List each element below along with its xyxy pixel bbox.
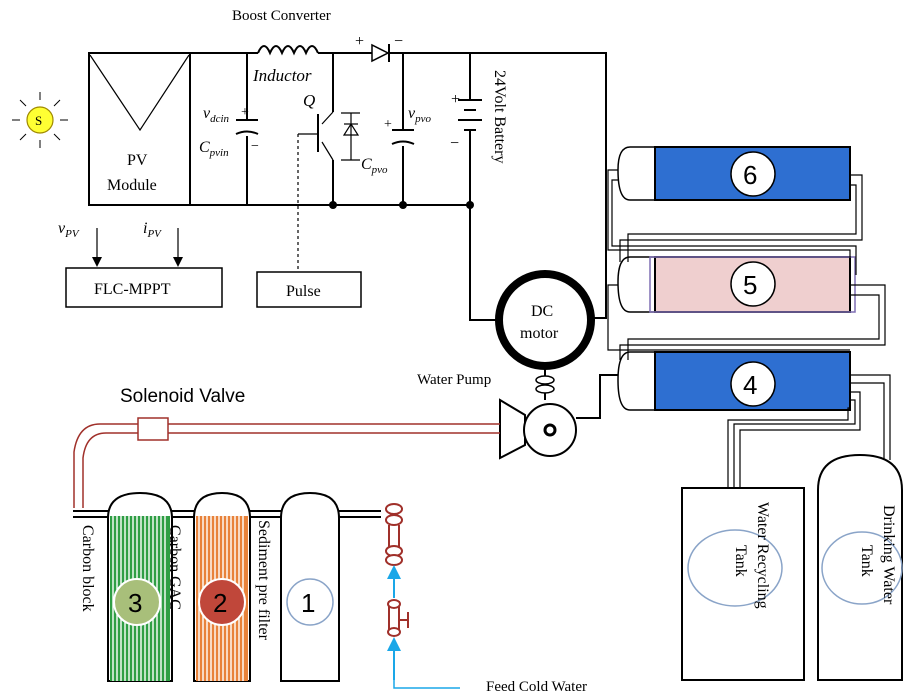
membrane-6-num: 6 bbox=[743, 160, 757, 190]
drinking-tank bbox=[817, 453, 903, 681]
recycling-tank bbox=[681, 487, 805, 681]
filter-1-num: 1 bbox=[301, 588, 315, 618]
cpvo-plus: + bbox=[384, 117, 392, 132]
vpvo-label: vpvo bbox=[408, 105, 431, 125]
inductor-coil bbox=[257, 45, 319, 56]
cpvo-label: Cpvo bbox=[361, 156, 388, 176]
vdcin-label: vdcin bbox=[203, 105, 230, 125]
filter-3-num: 3 bbox=[128, 588, 142, 618]
drinking-tank-line1: Drinking Water bbox=[880, 505, 897, 605]
feed-valve-assembly bbox=[385, 503, 409, 637]
ipv-label: iPV bbox=[143, 220, 162, 240]
membrane-pipes bbox=[607, 169, 891, 490]
pv-module bbox=[88, 52, 191, 206]
feed-cold-water-label: Feed Cold Water bbox=[486, 679, 587, 695]
filter-1-label: Sediment pre filter bbox=[255, 520, 272, 641]
dc-motor-line1: DC bbox=[531, 303, 553, 320]
dc-motor bbox=[495, 270, 595, 370]
recycling-tank-line2: Tank bbox=[732, 545, 749, 577]
sun-label: S bbox=[35, 113, 42, 128]
inductor-label: Inductor bbox=[252, 66, 312, 85]
pulse-label: Pulse bbox=[286, 283, 321, 300]
water-pump-label: Water Pump bbox=[417, 372, 491, 388]
water-pump bbox=[499, 398, 577, 460]
diode bbox=[371, 43, 390, 63]
recycling-tank-line1: Water Recycling bbox=[754, 502, 771, 609]
battery-minus: − bbox=[450, 135, 459, 152]
filter-3 bbox=[107, 491, 173, 682]
battery-plus: + bbox=[451, 91, 460, 108]
membrane-4-num: 4 bbox=[743, 370, 757, 400]
diode-plus: + bbox=[355, 33, 364, 50]
feed-line bbox=[393, 680, 460, 689]
diode-minus: − bbox=[394, 33, 403, 50]
membrane-5 bbox=[617, 256, 856, 313]
sun-icon bbox=[12, 92, 68, 148]
pv-module-line1: PV bbox=[127, 152, 148, 169]
membrane-4 bbox=[617, 351, 851, 411]
battery-label: 24Volt Battery bbox=[491, 70, 508, 163]
filter-2-label: Carbon GAC bbox=[166, 525, 183, 610]
feed-pipe bbox=[73, 417, 500, 508]
filter-3-label: Carbon block bbox=[79, 525, 96, 612]
dc-motor-line2: motor bbox=[520, 325, 559, 342]
flc-mppt-label: FLC-MPPT bbox=[94, 281, 171, 298]
pv-module-line2: Module bbox=[107, 177, 157, 194]
filter-1 bbox=[280, 491, 340, 682]
pump-coupling bbox=[535, 366, 555, 400]
filter-2 bbox=[193, 491, 251, 682]
cpvin-minus: − bbox=[251, 139, 259, 154]
cpvin-plus: + bbox=[241, 105, 249, 120]
filter-2-num: 2 bbox=[213, 588, 227, 618]
drinking-tank-line2: Tank bbox=[858, 545, 875, 577]
pulse-box bbox=[256, 271, 362, 308]
solenoid-valve-label: Solenoid Valve bbox=[120, 386, 245, 407]
vpv-label: vPV bbox=[58, 220, 80, 240]
boost-converter-title: Boost Converter bbox=[232, 8, 331, 24]
membrane-5-num: 5 bbox=[743, 270, 757, 300]
switch-label: Q bbox=[303, 91, 315, 110]
flc-mppt-box bbox=[65, 267, 223, 308]
cpvin-label: Cpvin bbox=[199, 139, 229, 159]
membrane-6 bbox=[617, 146, 851, 201]
